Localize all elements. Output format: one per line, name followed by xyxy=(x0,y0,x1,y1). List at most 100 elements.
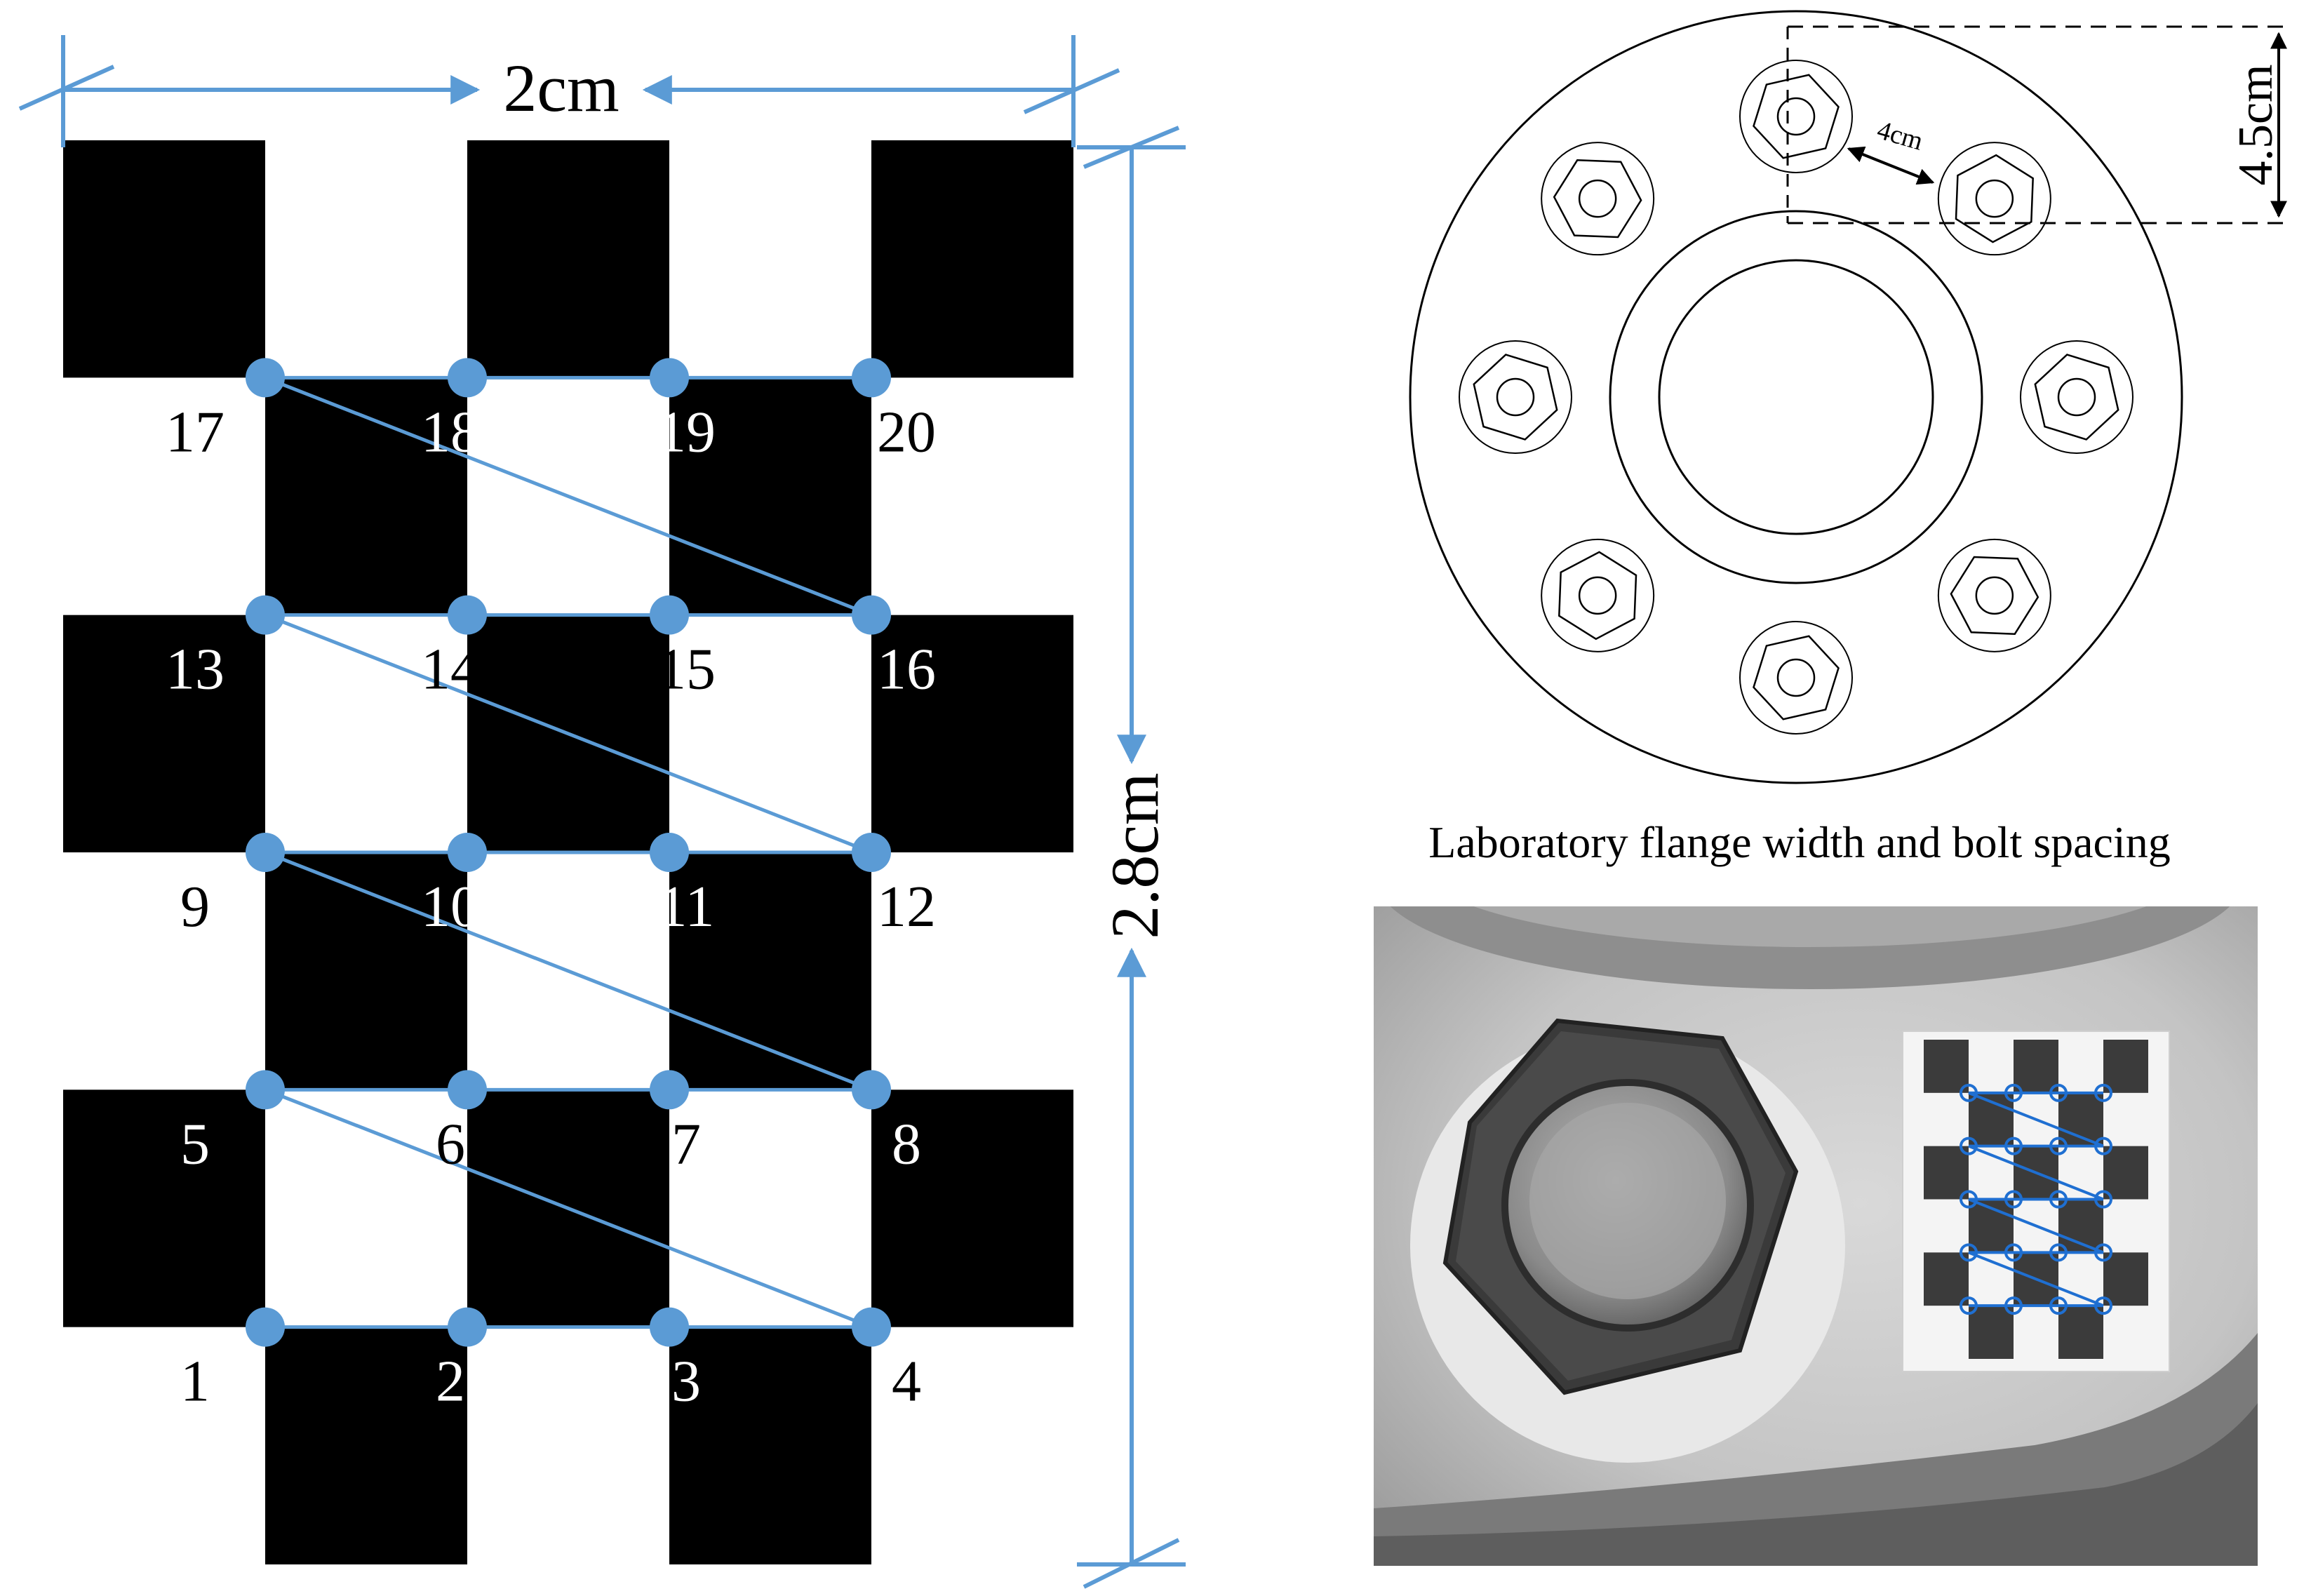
corner-label: 11 xyxy=(658,874,715,939)
bolt-hex-nut xyxy=(1950,556,2039,635)
target-corner-point xyxy=(2094,1190,2112,1209)
bolt-shank xyxy=(1578,179,1617,218)
corner-connection-lines xyxy=(264,375,872,1329)
target-corner-point xyxy=(1960,1296,1978,1315)
corner-label: 13 xyxy=(166,637,225,702)
target-corner-point xyxy=(2004,1243,2023,1262)
target-diagonal-line xyxy=(1968,1198,2104,1254)
corner-point xyxy=(650,595,689,635)
target-corner-point xyxy=(1960,1136,1978,1155)
bolt-shank xyxy=(1776,658,1816,697)
target-square xyxy=(2103,1040,2148,1093)
corner-point xyxy=(448,1070,487,1110)
flange-bolt xyxy=(1739,60,1853,173)
corner-point xyxy=(852,595,891,635)
target-corner-point xyxy=(2049,1190,2068,1209)
flange-bolt xyxy=(1937,142,2051,256)
target-square xyxy=(2103,1146,2148,1200)
corner-point xyxy=(448,358,487,398)
corner-label: 5 xyxy=(180,1111,210,1176)
checker-square xyxy=(669,1327,871,1564)
target-corner-point xyxy=(2049,1296,2068,1315)
checker-square xyxy=(63,140,265,378)
bolt-hex-nut xyxy=(1753,635,1840,720)
target-corner-point xyxy=(2094,1296,2112,1315)
bolt-spacing-dimension: 4cm xyxy=(1847,115,1935,185)
diagonal-connection-line xyxy=(264,376,872,617)
flange-bolt xyxy=(1739,621,1853,735)
target-corner-point xyxy=(2094,1136,2112,1155)
bolt-hex-nut xyxy=(1553,159,1642,239)
photo-bolt-end-highlight xyxy=(1529,1103,1726,1299)
corner-label: 4 xyxy=(892,1349,921,1414)
checker-square xyxy=(467,140,669,378)
target-corner-point xyxy=(2004,1190,2023,1209)
target-square xyxy=(2103,1252,2148,1306)
target-corner-point xyxy=(1960,1190,1978,1209)
corner-point xyxy=(448,1307,487,1347)
target-corner-point xyxy=(1960,1243,1978,1262)
checker-square xyxy=(63,1089,265,1327)
bolt-hex-nut xyxy=(1955,154,2034,243)
corner-label: 19 xyxy=(657,399,716,464)
corner-label: 7 xyxy=(671,1111,701,1176)
flange-outer-circle xyxy=(1409,10,2183,784)
corner-label: 15 xyxy=(657,637,716,702)
bolt-hex-nut xyxy=(1558,551,1637,641)
target-diagonal-line xyxy=(1968,1091,2104,1148)
width-label: 2cm xyxy=(503,51,619,126)
corner-point xyxy=(246,1307,285,1347)
bolt-hex-nut xyxy=(1753,74,1840,159)
bolt-shank xyxy=(1975,179,2014,218)
target-corner-point xyxy=(2094,1243,2112,1262)
corner-label: 10 xyxy=(421,874,480,939)
diagonal-connection-line xyxy=(264,850,872,1092)
corner-point xyxy=(246,595,285,635)
flange-bolt xyxy=(1937,538,2051,652)
corner-point xyxy=(650,1070,689,1110)
flange-bore xyxy=(1658,259,1934,535)
bolt-washer xyxy=(1739,621,1853,735)
corner-label: 9 xyxy=(180,874,210,939)
target-corner-point xyxy=(2004,1136,2023,1155)
target-corner-point xyxy=(2049,1243,2068,1262)
bolt-washer xyxy=(1739,60,1853,173)
photo-upper-surface xyxy=(1473,906,2147,947)
height-dimension: 2.8cm xyxy=(1077,126,1186,1589)
target-corner-point xyxy=(2004,1083,2023,1102)
target-square xyxy=(2058,1306,2103,1359)
flange-bolt xyxy=(1541,142,1655,256)
corner-label: 18 xyxy=(421,399,480,464)
target-corner-point xyxy=(2004,1296,2023,1315)
corner-label: 14 xyxy=(421,637,480,702)
corner-point xyxy=(852,358,891,398)
corner-point xyxy=(448,833,487,872)
corner-label: 12 xyxy=(877,874,936,939)
target-square xyxy=(1924,1146,1969,1200)
target-square xyxy=(2014,1040,2058,1093)
height-label: 2.8cm xyxy=(1097,772,1172,939)
bolt-washer xyxy=(1541,538,1655,652)
flange-diagram: 4.5cm 4cm Laboratory flange width and bo… xyxy=(1409,10,2291,867)
corner-point xyxy=(852,833,891,872)
corner-point xyxy=(852,1307,891,1347)
diagonal-connection-line xyxy=(264,613,872,854)
bolt-hex-nut xyxy=(2034,354,2119,441)
bolt-washer xyxy=(1459,340,1572,454)
bolt-shank xyxy=(1975,576,2014,615)
width-dimension: 2cm xyxy=(18,35,1120,147)
target-square xyxy=(1924,1040,1969,1093)
bolt-spacing-label: 4cm xyxy=(1874,115,1926,156)
bolt-washer xyxy=(1541,142,1655,256)
bolt-shank xyxy=(1776,97,1816,136)
target-corner-point xyxy=(2094,1083,2112,1102)
flange-width-label: 4.5cm xyxy=(2229,64,2283,185)
flange-bolts xyxy=(1459,60,2134,735)
diagonal-connection-line xyxy=(264,1088,872,1329)
bolt-washer xyxy=(1937,538,2051,652)
corner-point xyxy=(650,833,689,872)
checker-square xyxy=(265,1327,467,1564)
